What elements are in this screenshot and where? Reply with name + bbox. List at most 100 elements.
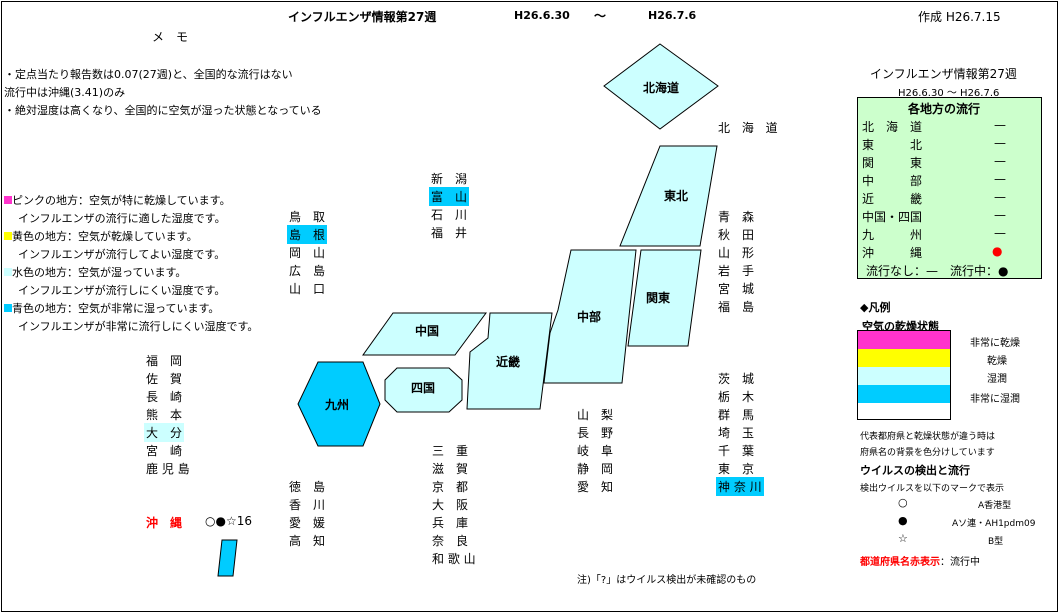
region-kanto[interactable] bbox=[627, 249, 702, 347]
status-row-name: 関 東 bbox=[862, 156, 923, 170]
panel-box-title: 各地方の流行 bbox=[908, 102, 981, 116]
color-note: 青色の地方：空気が非常に湿っています。 bbox=[4, 300, 219, 316]
region-kinki[interactable] bbox=[466, 312, 553, 410]
pref-label: 静 岡 bbox=[577, 462, 614, 476]
region-okinawa[interactable] bbox=[217, 539, 238, 577]
pref-label: 茨 城 bbox=[718, 372, 755, 386]
pref-label: 香 川 bbox=[289, 498, 326, 512]
region-label-hokkaido: 北海道 bbox=[643, 80, 679, 95]
region-tohoku[interactable] bbox=[619, 145, 718, 247]
pref-label: 群 馬 bbox=[718, 408, 755, 422]
status-row-mark: — bbox=[994, 154, 1006, 168]
legend-subheading: 空気の乾燥状態 bbox=[862, 320, 939, 333]
okinawa-marks: ○●☆16 bbox=[205, 514, 252, 528]
region-shikoku[interactable] bbox=[384, 367, 463, 413]
footnote: 注)「?」はウイルス検出が未確認のもの bbox=[577, 575, 757, 586]
region-label-tohoku: 東北 bbox=[664, 188, 688, 203]
pref-label: 佐 賀 bbox=[146, 372, 183, 386]
pref-label: 三 重 bbox=[432, 444, 469, 458]
pref-label: 高 知 bbox=[289, 534, 326, 548]
legend-label: 非常に湿潤 bbox=[970, 394, 1020, 405]
light-blue-swatch bbox=[4, 268, 12, 276]
status-row-mark: — bbox=[994, 208, 1006, 222]
pref-label-highlight: 富 山 bbox=[429, 187, 470, 206]
status-row-name: 九 州 bbox=[862, 228, 923, 242]
legend-swatch-light-blue bbox=[858, 367, 950, 385]
legend-note: 代表都府県と乾燥状態が違う時は bbox=[860, 432, 996, 442]
pref-label: 福 島 bbox=[718, 300, 755, 314]
pref-label: 愛 媛 bbox=[289, 516, 326, 530]
status-row-mark: — bbox=[994, 226, 1006, 240]
memo-line: ・絶対湿度は高くなり、全国的に空気が湿った状態となっている bbox=[4, 104, 322, 117]
pref-label: 奈 良 bbox=[432, 534, 469, 548]
virus-note: 検出ウイルスを以下のマークで表示 bbox=[860, 484, 1005, 494]
status-row-mark: — bbox=[994, 190, 1006, 204]
color-note-text: 黄色の地方：空気が乾燥しています。 bbox=[12, 230, 198, 243]
region-status-panel: 各地方の流行 北 海 道 — 東 北 — 関 東 — 中 部 — 近 畿 — 中… bbox=[857, 97, 1042, 279]
pref-label: 長 崎 bbox=[146, 390, 183, 404]
pref-label: 福 井 bbox=[431, 226, 468, 240]
memo-line: ・定点当たり報告数は0.07(27週)と、全国的な流行はない bbox=[4, 68, 293, 81]
region-label-chugoku: 中国 bbox=[415, 323, 439, 338]
pref-label: 東 京 bbox=[718, 462, 755, 476]
status-row-mark: — bbox=[994, 118, 1006, 132]
status-row-mark: — bbox=[994, 172, 1006, 186]
pref-label: 千 葉 bbox=[718, 444, 755, 458]
date-to: H26.7.6 bbox=[648, 9, 697, 22]
pref-label: 福 岡 bbox=[146, 354, 183, 368]
pref-label: 石 川 bbox=[431, 208, 468, 222]
yellow-swatch bbox=[4, 232, 12, 240]
color-note-sub: インフルエンザが流行しにくい湿度です。 bbox=[18, 284, 226, 297]
legend-swatch-yellow bbox=[858, 349, 950, 367]
pref-label: 宮 崎 bbox=[146, 444, 183, 458]
pref-label-highlight: 大 分 bbox=[144, 423, 185, 442]
region-chugoku[interactable] bbox=[362, 312, 487, 356]
pref-label-highlight: 神 奈 川 bbox=[716, 477, 764, 496]
pref-label: 山 梨 bbox=[577, 408, 614, 422]
pref-label: 大 阪 bbox=[432, 498, 469, 512]
color-note-text: 青色の地方：空気が非常に湿っています。 bbox=[12, 302, 220, 315]
region-kyushu[interactable] bbox=[297, 361, 381, 447]
pink-swatch bbox=[4, 196, 12, 204]
red-label: 都道府県名赤表示 bbox=[860, 557, 940, 568]
created-date: 作成 H26.7.15 bbox=[918, 10, 1001, 24]
color-note: ピンクの地方：空気が特に乾燥しています。 bbox=[4, 192, 231, 208]
region-chubu[interactable] bbox=[543, 249, 637, 384]
pref-label: 栃 木 bbox=[718, 390, 755, 404]
legend-label: 湿潤 bbox=[987, 374, 1007, 385]
region-label-shikoku: 四国 bbox=[411, 381, 435, 395]
virus-mark: ○ bbox=[898, 496, 908, 509]
pref-label: 徳 島 bbox=[289, 480, 326, 494]
legend-label: 非常に乾燥 bbox=[970, 338, 1020, 349]
region-hokkaido[interactable] bbox=[603, 43, 719, 130]
panel-dates: H26.6.30 ～ H26.7.6 bbox=[898, 88, 1000, 99]
date-tilde: ～ bbox=[594, 9, 607, 23]
red-label-suffix: ：流行中 bbox=[940, 557, 980, 568]
status-row-name: 中 部 bbox=[862, 174, 923, 188]
page-title: インフルエンザ情報第27週 bbox=[288, 10, 437, 24]
panel-title: インフルエンザ情報第27週 bbox=[870, 67, 1017, 81]
virus-mark-label: B型 bbox=[988, 537, 1004, 547]
pref-label: 岡 山 bbox=[289, 246, 326, 260]
region-label-kanto: 関東 bbox=[646, 290, 670, 305]
color-note-sub: インフルエンザが流行してよい湿度です。 bbox=[18, 248, 226, 261]
pref-label: 鹿 児 島 bbox=[146, 462, 190, 476]
panel-footer: 流行なし：— 流行中：● bbox=[866, 264, 1009, 278]
pref-label: 埼 玉 bbox=[718, 426, 755, 440]
pref-label: 京 都 bbox=[432, 480, 469, 494]
region-label-kyushu: 九州 bbox=[324, 397, 349, 412]
virus-mark-label: A香港型 bbox=[978, 501, 1012, 511]
virus-heading: ウイルスの検出と流行 bbox=[860, 464, 970, 477]
pref-label: 広 島 bbox=[289, 264, 326, 278]
pref-label: 新 潟 bbox=[431, 172, 468, 186]
pref-label: 秋 田 bbox=[718, 228, 755, 242]
pref-label: 宮 城 bbox=[718, 282, 755, 296]
status-row-name: 北 海 道 bbox=[862, 120, 923, 134]
pref-label: 滋 賀 bbox=[432, 462, 469, 476]
status-row-mark-active: ● bbox=[992, 244, 1003, 258]
okinawa-virus-marks: ○●☆16 bbox=[205, 514, 252, 528]
pref-label: 山 口 bbox=[289, 282, 326, 296]
color-note-text: ピンクの地方：空気が特に乾燥しています。 bbox=[12, 194, 231, 207]
